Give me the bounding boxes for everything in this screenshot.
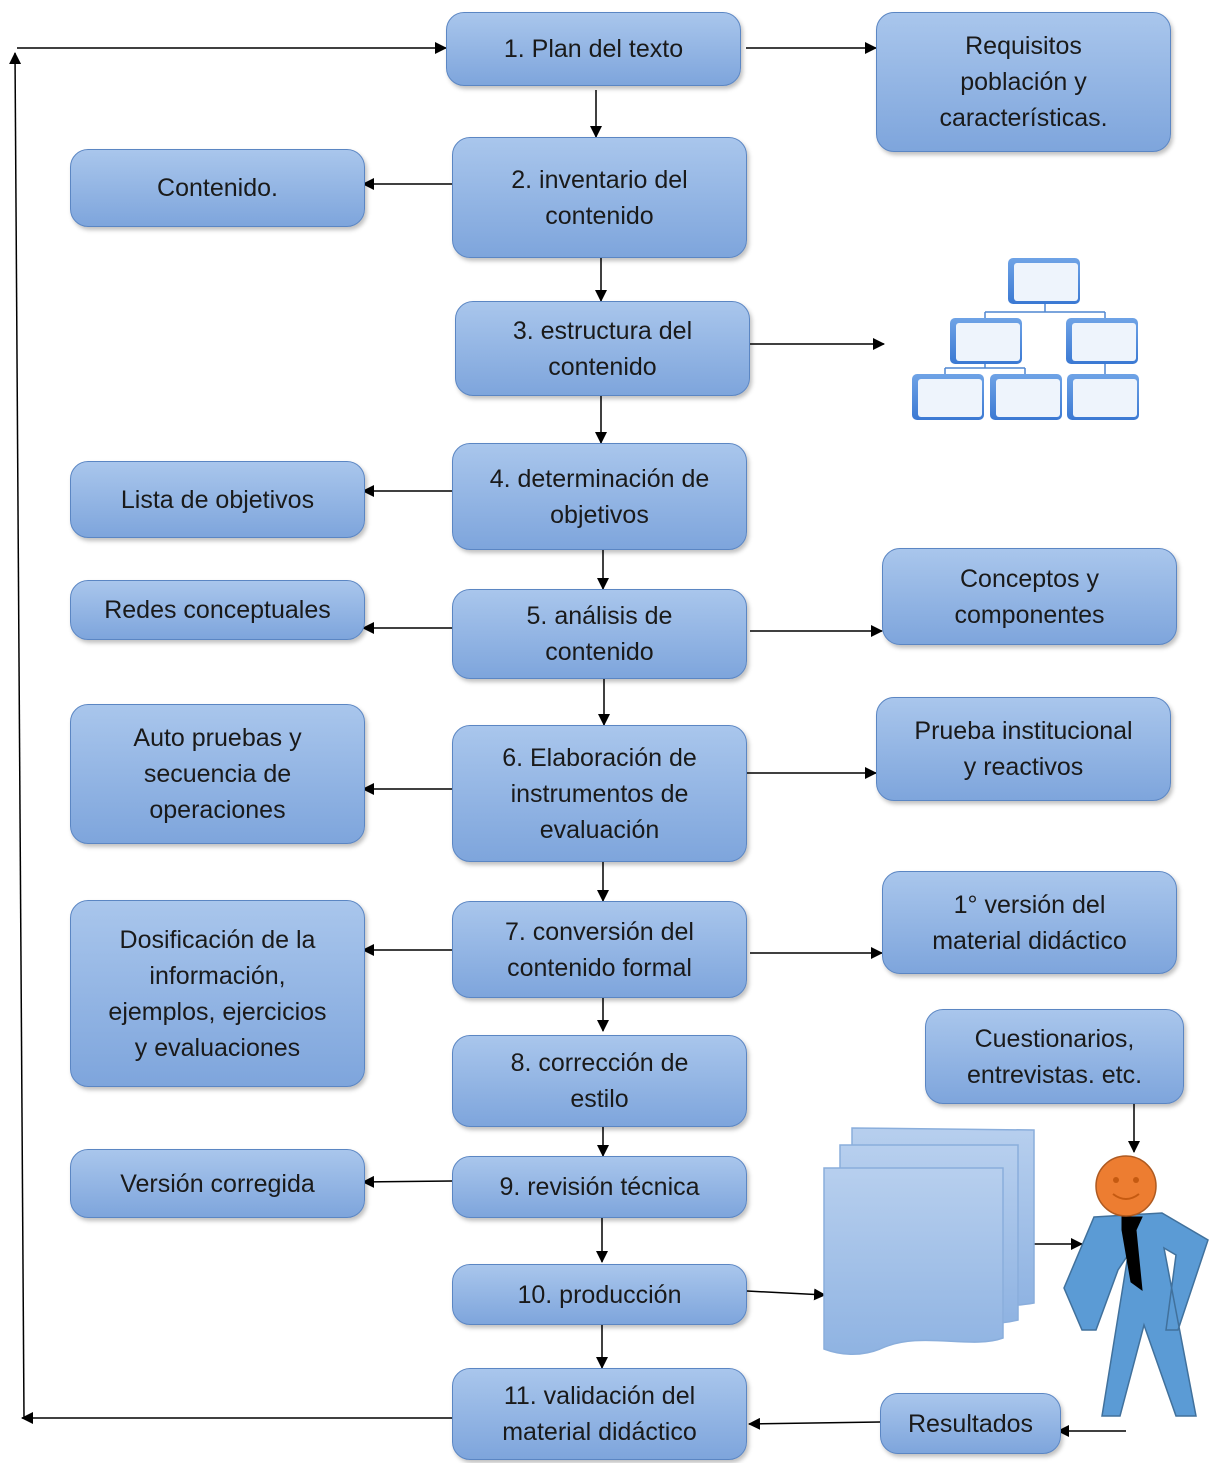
- output-version-corregida: Versión corregida: [70, 1149, 365, 1218]
- step-1-plan-del-texto: 1. Plan del texto: [446, 12, 741, 86]
- output-contenido: Contenido.: [70, 149, 365, 227]
- step-11-validacion: 11. validación del material didáctico: [452, 1368, 747, 1460]
- loop-left: [9, 52, 25, 1419]
- output-cuestionarios: Cuestionarios, entrevistas. etc.: [925, 1009, 1184, 1104]
- output-primera-version: 1° versión del material didáctico: [882, 871, 1177, 974]
- output-prueba-institucional: Prueba institucional y reactivos: [876, 697, 1171, 801]
- document-stack-icon: [823, 1127, 1035, 1355]
- hierarchy-chart-icon: [912, 258, 1139, 420]
- output-requisitos: Requisitos población y características.: [876, 12, 1171, 152]
- step-10-produccion: 10. producción: [452, 1264, 747, 1325]
- step-8-correccion: 8. corrección de estilo: [452, 1035, 747, 1127]
- step-4-determinacion: 4. determinación de objetivos: [452, 443, 747, 550]
- step-6-elaboracion: 6. Elaboración de instrumentos de evalua…: [452, 725, 747, 862]
- arrow-resultados-11: [748, 1417, 881, 1430]
- output-conceptos-componentes: Conceptos y componentes: [882, 548, 1177, 645]
- arrow-9-version: [362, 1175, 453, 1188]
- step-7-conversion: 7. conversión del contenido formal: [452, 901, 747, 998]
- step-9-revision: 9. revisión técnica: [452, 1156, 747, 1218]
- output-resultados: Resultados: [880, 1393, 1061, 1454]
- arrow-10-docs: [746, 1288, 826, 1301]
- output-redes-conceptuales: Redes conceptuales: [70, 580, 365, 640]
- step-5-analisis: 5. análisis de contenido: [452, 589, 747, 679]
- person-icon: [1063, 1155, 1209, 1417]
- step-3-estructura: 3. estructura del contenido: [455, 301, 750, 396]
- output-dosificacion: Dosificación de la información, ejemplos…: [70, 900, 365, 1087]
- output-auto-pruebas: Auto pruebas y secuencia de operaciones: [70, 704, 365, 844]
- step-2-inventario: 2. inventario del contenido: [452, 137, 747, 258]
- output-lista-de-objetivos: Lista de objetivos: [70, 461, 365, 538]
